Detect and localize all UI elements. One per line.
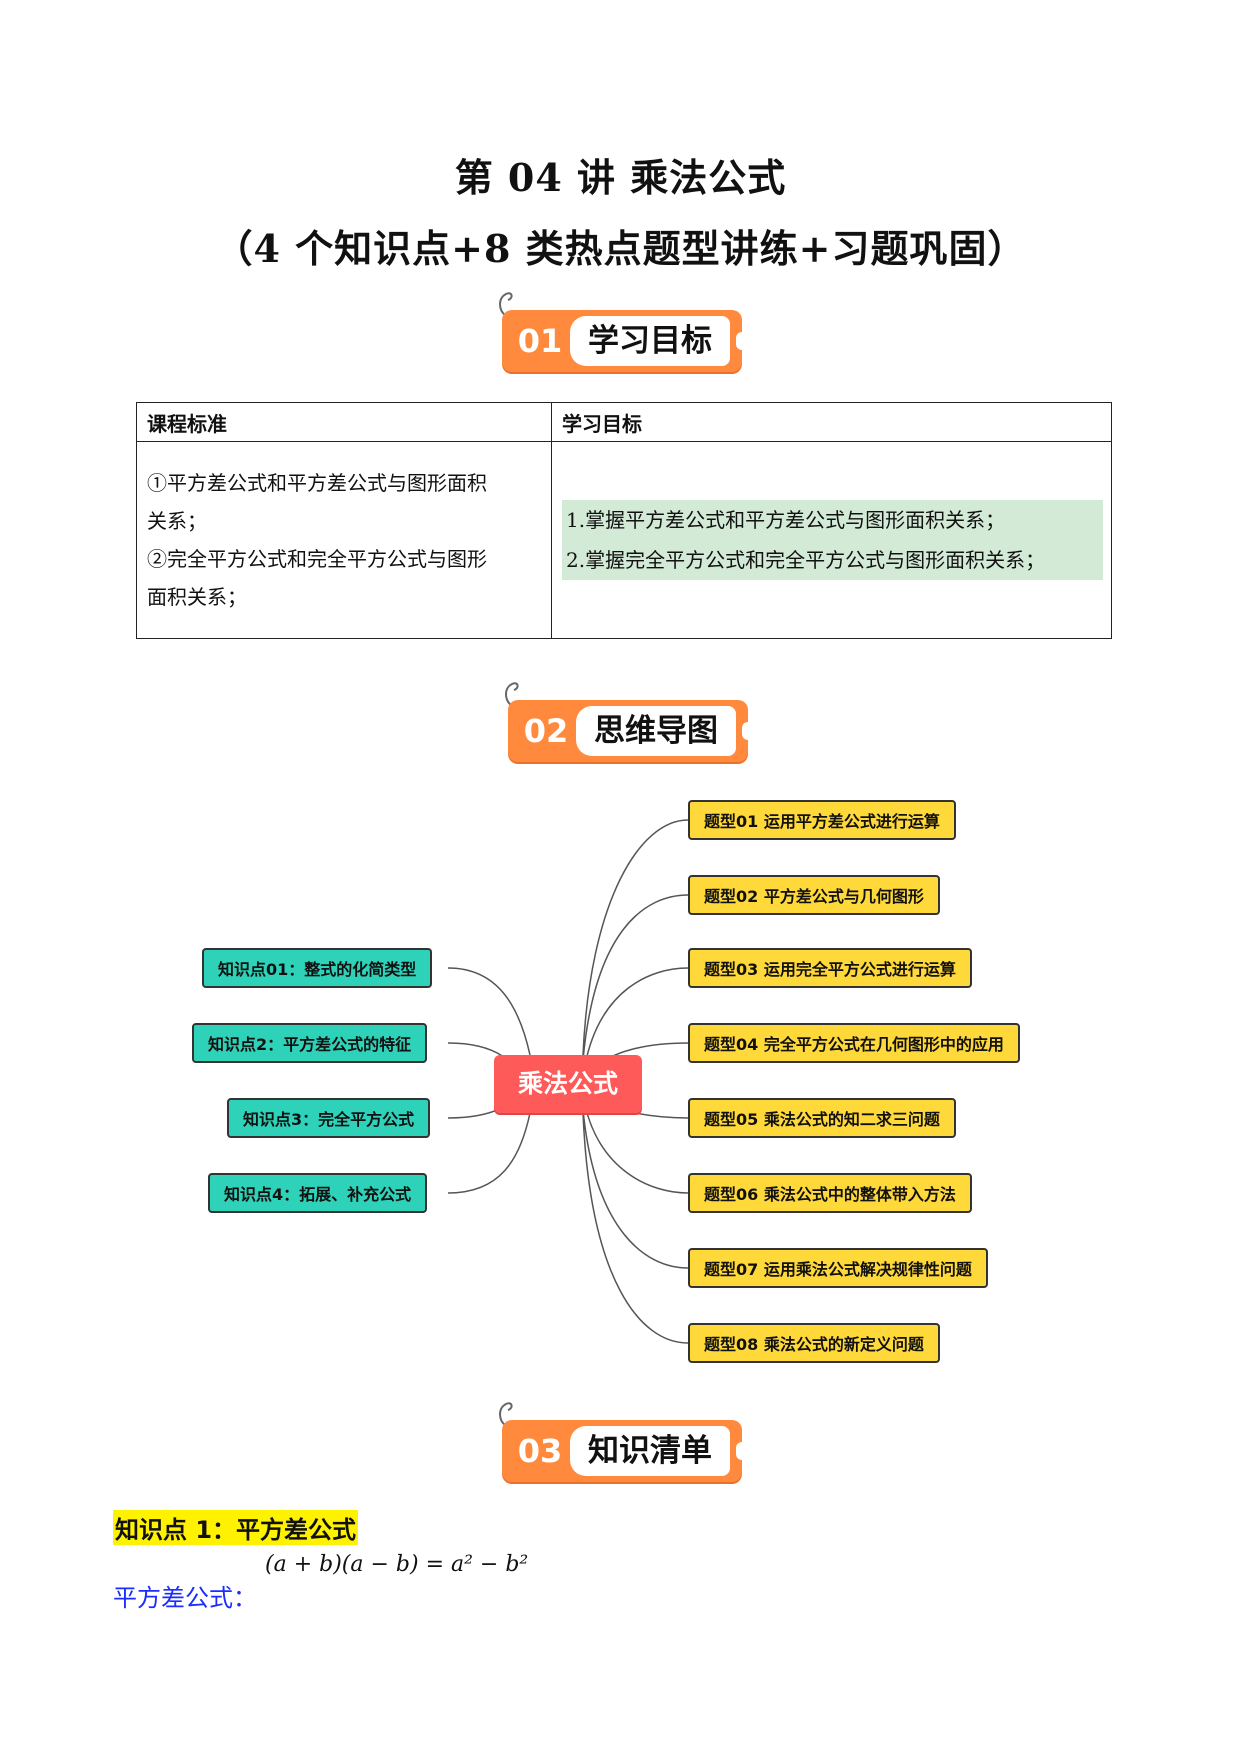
curl-decoration-icon [505, 682, 519, 707]
question-type-node-3: 题型03 运用完全平方公式进行运算 [688, 948, 972, 988]
question-type-node-4: 题型04 完全平方公式在几何图形中的应用 [688, 1023, 1020, 1063]
standard-line: ②完全平方公式和完全平方公式与图形 [147, 547, 487, 571]
section-badge-01: 01 学习目标 [499, 292, 748, 372]
curl-decoration-icon [499, 292, 513, 317]
question-type-node-7: 题型07 运用乘法公式解决规律性问题 [688, 1248, 988, 1288]
goals-highlight: 1.掌握平方差公式和平方差公式与图形面积关系； 2.掌握完全平方公式和完全平方公… [562, 500, 1103, 580]
formula-label: 平方差公式： [113, 1584, 257, 1612]
section-badge-02: 02 思维导图 [505, 682, 754, 762]
mind-map-center: 乘法公式 [494, 1055, 642, 1113]
page-title: 第 04 讲 乘法公式 [454, 155, 787, 200]
standards-cell: ①平方差公式和平方差公式与图形面积 关系； ②完全平方公式和完全平方公式与图形 … [136, 441, 552, 639]
mind-map: 乘法公式 知识点01：整式的化简类型 知识点2：平方差公式的特征 知识点3：完全… [0, 780, 1241, 1390]
knowledge-node-2: 知识点2：平方差公式的特征 [192, 1023, 428, 1063]
section-label: 知识清单 [570, 1426, 730, 1476]
curl-decoration-icon [499, 1402, 513, 1427]
standard-line: 面积关系； [147, 585, 247, 609]
knowledge-node-1: 知识点01：整式的化简类型 [202, 948, 433, 988]
section-label: 学习目标 [570, 316, 730, 366]
standard-line: 关系； [147, 509, 207, 533]
question-type-node-6: 题型06 乘法公式中的整体带入方法 [688, 1173, 972, 1213]
standard-line: ①平方差公式和平方差公式与图形面积 [147, 471, 487, 495]
question-type-node-2: 题型02 平方差公式与几何图形 [688, 875, 940, 915]
question-type-node-5: 题型05 乘法公式的知二求三问题 [688, 1098, 956, 1138]
section-badge-03: 03 知识清单 [499, 1402, 748, 1482]
knowledge-node-3: 知识点3：完全平方公式 [227, 1098, 431, 1138]
section-number: 02 [523, 712, 569, 750]
goal-line: 1.掌握平方差公式和平方差公式与图形面积关系； [566, 508, 1006, 532]
formula: (a + b)(a − b) = a² − b² [265, 1552, 529, 1577]
table-header-goal: 学习目标 [551, 402, 1112, 442]
goals-cell: 1.掌握平方差公式和平方差公式与图形面积关系； 2.掌握完全平方公式和完全平方公… [551, 441, 1112, 639]
course-table: 课程标准 学习目标 ①平方差公式和平方差公式与图形面积 关系； ②完全平方公式和… [136, 402, 1112, 639]
goal-line: 2.掌握完全平方公式和完全平方公式与图形面积关系； [566, 548, 1046, 572]
section-number: 01 [517, 322, 563, 360]
question-type-node-1: 题型01 运用平方差公式进行运算 [688, 800, 956, 840]
question-type-node-8: 题型08 乘法公式的新定义问题 [688, 1323, 940, 1363]
page-subtitle: （4 个知识点+8 类热点题型讲练+习题巩固） [214, 226, 1027, 271]
knowledge-node-4: 知识点4：拓展、补充公式 [208, 1173, 428, 1213]
section-number: 03 [517, 1432, 563, 1470]
table-header-standard: 课程标准 [136, 402, 552, 442]
section-label: 思维导图 [576, 706, 736, 756]
knowledge-point-title: 知识点 1：平方差公式 [113, 1510, 359, 1545]
